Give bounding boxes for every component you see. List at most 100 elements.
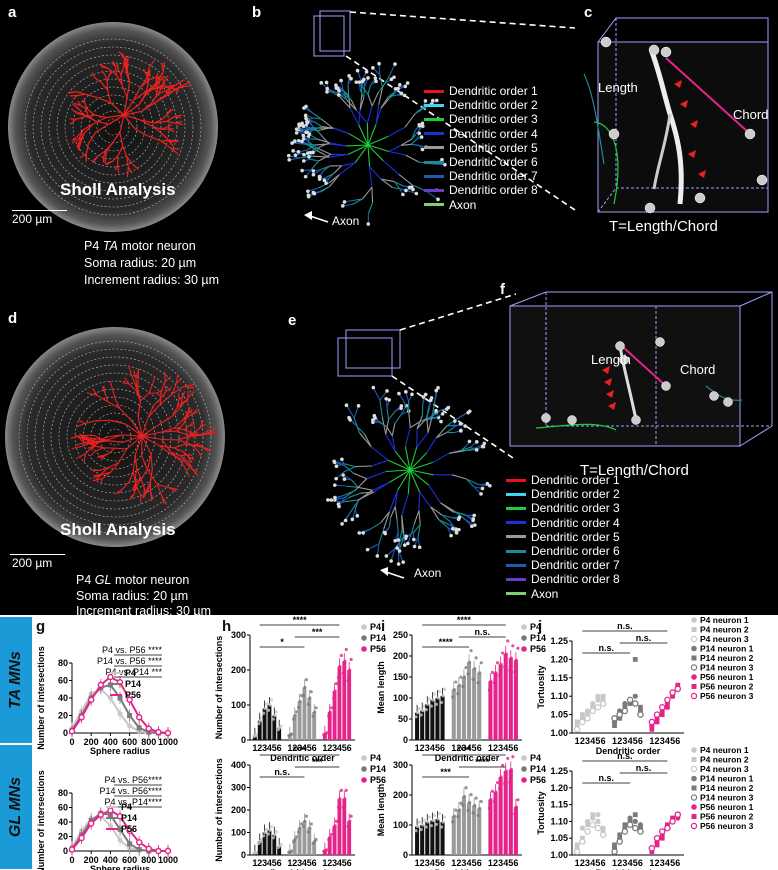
data-point: [292, 840, 296, 844]
x-tick-label: 1: [287, 743, 292, 753]
y-tick-label: 80: [58, 658, 68, 668]
data-point: [616, 838, 623, 845]
y-tick-label: 0: [63, 728, 68, 738]
data-point: [632, 700, 639, 707]
data-point: [414, 715, 418, 719]
x-tick-label: 3: [585, 858, 590, 868]
data-point: [511, 644, 515, 648]
bar-P14-3: [461, 796, 466, 855]
data-point: [632, 693, 638, 699]
x-tick-label: 4: [302, 743, 307, 753]
stat-annotation: n.s.: [636, 633, 652, 643]
data-point: [658, 828, 666, 835]
data-point: [338, 797, 342, 801]
x-tick-label: 200: [84, 855, 99, 865]
legend-marker: [691, 674, 697, 680]
legend-entry: Dendritic order 2: [506, 487, 620, 501]
sholl-title-a: Sholl Analysis: [60, 180, 176, 199]
stat-annotation: P4 vs. P14 ***: [105, 667, 162, 677]
data-point: [516, 798, 520, 802]
y-tick-label: 40: [58, 693, 68, 703]
y-axis-label: Mean length: [376, 661, 386, 714]
x-axis-label: Dendritic order: [596, 746, 661, 756]
x-tick-label: 4: [267, 743, 272, 753]
stat-annotation: P14 vs. P56 ****: [97, 656, 163, 666]
caption-a: P4 TA motor neuron: [84, 239, 196, 253]
legend-label: P56 neuron 3: [700, 691, 754, 701]
legend-entry: Dendritic order 6: [424, 155, 538, 169]
caption-d-muscle: GL: [94, 573, 112, 587]
data-point: [343, 797, 347, 801]
bar-P4-5: [435, 698, 440, 740]
data-point: [117, 695, 123, 701]
y-tick-label: 1.05: [550, 710, 568, 720]
x-tick-label: 4: [337, 858, 342, 868]
legend-entry: Dendritic order 8: [506, 572, 620, 586]
data-point: [432, 692, 437, 696]
data-point: [344, 647, 348, 652]
legend-label: P56: [125, 690, 141, 700]
y-axis-label: Mean length: [376, 784, 386, 837]
x-tick-label: 1: [488, 858, 493, 868]
x-tick-label: 2: [493, 858, 498, 868]
data-point: [432, 813, 437, 817]
x-tick-label: 3: [297, 743, 302, 753]
scale-bar-a: [12, 210, 67, 211]
y-axis-label: Number of intersections: [214, 636, 224, 740]
legend-label: P14: [530, 633, 546, 643]
data-point: [478, 671, 482, 675]
data-point: [579, 718, 586, 726]
x-axis-label: Dendritic order: [270, 868, 335, 870]
data-point: [665, 704, 670, 710]
data-point: [464, 786, 468, 790]
legend-label: Dendritic order 7: [449, 169, 538, 184]
sholl-disc-a: [8, 22, 218, 232]
x-tick-label: 4: [302, 858, 307, 868]
legend-label: Dendritic order 3: [531, 501, 620, 516]
y-tick-label: 250: [393, 630, 408, 640]
neuron-trace-e: [326, 293, 517, 579]
data-point: [669, 689, 676, 696]
x-tick-label: 1: [322, 858, 327, 868]
data-point: [421, 823, 425, 827]
legend-label: Dendritic order 6: [531, 544, 620, 559]
data-point: [508, 780, 512, 784]
legend-marker: [361, 635, 367, 641]
data-point: [271, 717, 275, 721]
increment-radius-d: Increment radius: 30 µm: [76, 604, 212, 618]
data-point: [649, 849, 655, 855]
bar-P56-6: [347, 821, 352, 855]
x-tick-label: 5: [272, 743, 277, 753]
data-point: [327, 838, 331, 842]
bar-P4-1: [252, 735, 257, 740]
x-axis-label: Dendritic order: [596, 868, 661, 870]
legend-swatch: [506, 521, 526, 525]
data-point: [429, 704, 433, 708]
data-point: [584, 828, 591, 835]
stat-annotation: n.s.: [598, 643, 614, 653]
data-point: [107, 807, 114, 814]
data-point: [653, 711, 661, 718]
legend-entry: Dendritic order 3: [424, 112, 538, 126]
y-axis-label: Number of intersections: [36, 646, 46, 750]
data-point: [462, 794, 467, 799]
data-point: [595, 819, 601, 824]
data-point: [309, 690, 313, 694]
data-point: [466, 808, 470, 812]
legend-label: Dendritic order 6: [449, 155, 538, 170]
data-point: [419, 827, 423, 832]
data-point: [290, 732, 294, 736]
data-point: [599, 831, 607, 839]
data-point: [579, 838, 586, 845]
bar-P56-4: [503, 771, 508, 855]
data-point: [648, 718, 656, 726]
data-point: [473, 803, 477, 808]
bar-P56-2: [327, 712, 332, 740]
data-point: [471, 677, 475, 681]
legend-marker: [521, 624, 527, 630]
legend-swatch: [506, 492, 526, 496]
bar-P4-5: [272, 715, 277, 740]
data-point: [649, 726, 655, 732]
data-point: [579, 825, 585, 831]
